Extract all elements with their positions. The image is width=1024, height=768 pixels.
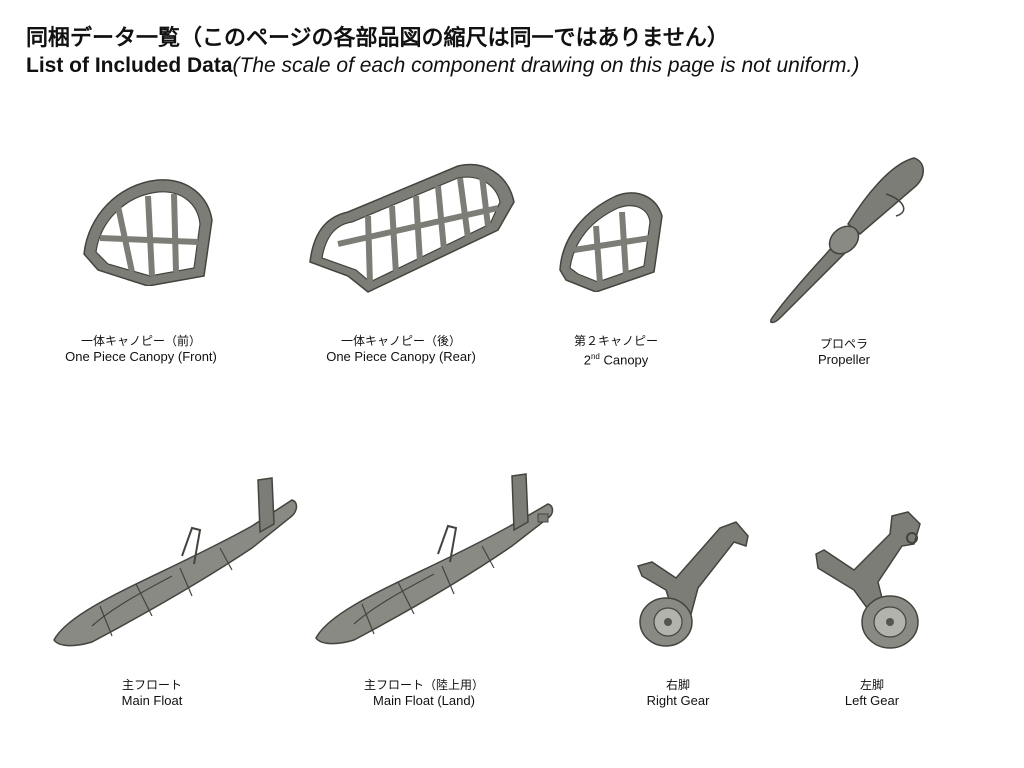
caption-en: Left Gear: [844, 693, 900, 708]
caption-en: One Piece Canopy (Rear): [326, 349, 476, 364]
caption-en: 2nd Canopy: [556, 349, 676, 368]
caption-en-ordinal: nd: [590, 352, 600, 361]
caption-en: Propeller: [817, 352, 871, 367]
caption-right-gear: 右脚 Right Gear: [618, 677, 738, 709]
caption-propeller: プロペラ Propeller: [784, 336, 904, 368]
caption-main-float-land: 主フロート（陸上用） Main Float (Land): [334, 677, 514, 709]
canopy-front-drawing: [83, 179, 213, 286]
caption-ja: 左脚: [859, 678, 884, 692]
caption-ja: 第２キャノピー: [573, 334, 658, 348]
propeller-drawing: [769, 157, 924, 324]
caption-ja: 主フロート: [121, 678, 182, 692]
caption-canopy-front: 一体キャノピー（前） One Piece Canopy (Front): [48, 333, 234, 365]
caption-main-float: 主フロート Main Float: [92, 677, 212, 709]
right-gear-drawing: [636, 521, 749, 647]
caption-ja: プロペラ: [819, 337, 868, 351]
caption-ja: 一体キャノピー（前）: [80, 334, 201, 348]
caption-en: One Piece Canopy (Front): [65, 349, 217, 364]
page-title-english: List of Included Data(The scale of each …: [26, 54, 859, 78]
caption-ja: 右脚: [665, 678, 690, 692]
title-english-bold: List of Included Data: [26, 54, 233, 77]
main-float-drawing: [53, 477, 298, 647]
canopy-rear-drawing: [309, 164, 515, 293]
caption-en: Main Float: [121, 693, 183, 708]
caption-left-gear: 左脚 Left Gear: [812, 677, 932, 709]
page-title-japanese: 同梱データ一覧（このページの各部品図の縮尺は同一ではありません）: [26, 26, 729, 51]
caption-en: Main Float (Land): [373, 693, 475, 708]
caption-second-canopy: 第２キャノピー 2nd Canopy: [556, 333, 676, 368]
caption-ja: 主フロート（陸上用）: [363, 678, 484, 692]
caption-canopy-rear: 一体キャノピー（後） One Piece Canopy (Rear): [308, 333, 494, 365]
left-gear-drawing: [815, 511, 921, 649]
title-english-note: (The scale of each component drawing on …: [232, 54, 860, 77]
main-float-land-drawing: [315, 473, 554, 645]
second-canopy-drawing: [559, 192, 663, 292]
caption-en: Right Gear: [646, 693, 710, 708]
caption-ja: 一体キャノピー（後）: [340, 334, 461, 348]
caption-en-number: 2: [583, 352, 591, 368]
caption-en-rest: Canopy: [599, 352, 649, 368]
